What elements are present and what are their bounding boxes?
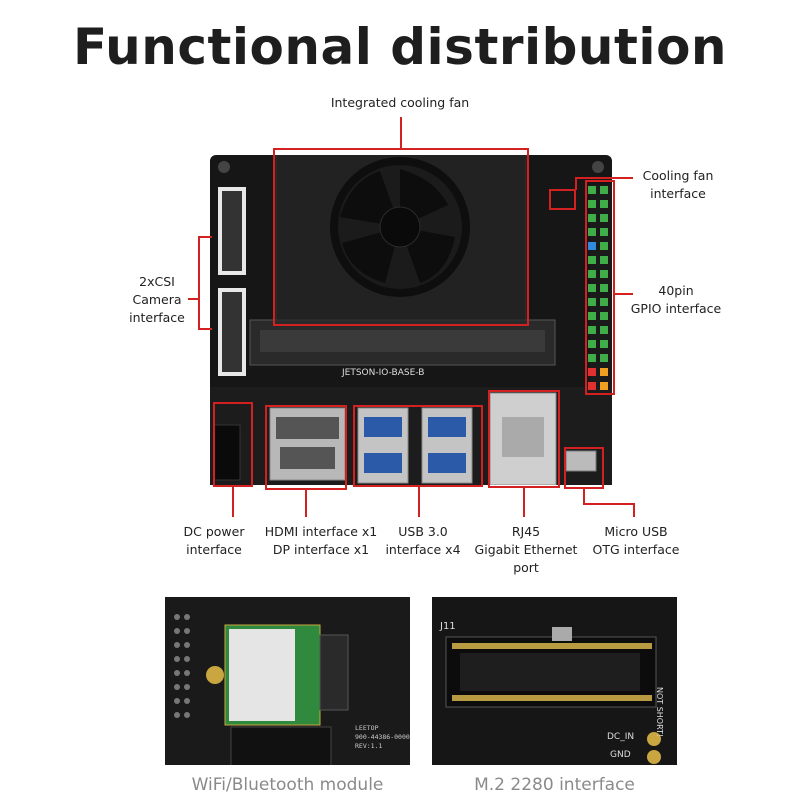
gpio-leader <box>615 293 633 295</box>
board-silkscreen: JETSON-IO-BASE-B <box>342 368 425 378</box>
label-csi: 2xCSI Camera interface <box>129 274 185 325</box>
gpio-pins <box>588 186 608 390</box>
fan-iface-leader-h <box>575 177 633 179</box>
hdmi-leader <box>305 490 307 517</box>
wifi-silkscreen-line: 900-44386-0000 <box>355 733 410 741</box>
wifi-module-drawing <box>165 597 410 765</box>
wifi-silkscreen: LEETOP 900-44386-0000 REV:1.1 <box>355 724 410 751</box>
hdmi-dp-highlight <box>265 405 347 490</box>
label-rj45: RJ45 Gigabit Ethernet port <box>474 524 578 575</box>
m2-drawing <box>432 597 677 765</box>
dc-power-highlight <box>213 402 253 487</box>
rj45-leader <box>523 488 525 517</box>
csi-leader-stub <box>188 298 198 300</box>
page-title: Functional distribution <box>72 18 728 76</box>
csi-leader-bracket <box>198 236 200 330</box>
label-hdmi-dp: HDMI interface x1 DP interface x1 <box>264 524 378 557</box>
gpio-highlight <box>585 180 615 395</box>
wifi-module-photo: LEETOP 900-44386-0000 REV:1.1 <box>165 597 410 765</box>
cooling-fan-highlight <box>273 148 529 326</box>
carrier-board: JETSON-IO-BASE-B <box>210 149 612 486</box>
m2-photo: J11 DC_IN NOT SHORT! GND <box>432 597 677 765</box>
mount-hole-icon <box>218 161 230 173</box>
csi-leader-top <box>198 236 212 238</box>
usb-highlight <box>353 405 483 487</box>
csi-leader-bottom <box>198 328 212 330</box>
dc-leader <box>232 487 234 517</box>
fan-interface-highlight <box>549 189 576 210</box>
usb-leader <box>418 487 420 517</box>
micro-usb-highlight <box>564 447 604 489</box>
mount-hole-icon <box>592 161 604 173</box>
wifi-silkscreen-line: REV:1.1 <box>355 742 383 750</box>
m2-dcin-label: DC_IN <box>607 732 635 742</box>
m2-caption: M.2 2280 interface <box>474 775 635 795</box>
label-dc-power: DC power interface <box>183 524 245 557</box>
label-gpio: 40pin GPIO interface <box>630 283 722 316</box>
micro-usb-leader-v <box>583 489 585 503</box>
label-usb: USB 3.0 interface x4 <box>385 524 461 557</box>
m2-notshort-label: NOT SHORT! <box>655 687 664 738</box>
wifi-caption: WiFi/Bluetooth module <box>191 775 384 795</box>
micro-usb-leader-h <box>583 503 635 505</box>
fan-leader <box>400 117 402 149</box>
board-drawing <box>210 149 612 486</box>
rj45-highlight <box>488 390 560 488</box>
fan-iface-leader-v <box>575 177 577 190</box>
label-cooling-fan: Integrated cooling fan <box>330 95 470 110</box>
m2-gnd-label: GND <box>610 750 631 760</box>
micro-usb-leader-v2 <box>633 503 635 517</box>
label-micro-usb: Micro USB OTG interface <box>592 524 680 557</box>
m2-j11-label: J11 <box>440 621 456 632</box>
label-fan-interface: Cooling fan interface <box>642 168 714 201</box>
wifi-silkscreen-line: LEETOP <box>355 724 379 732</box>
